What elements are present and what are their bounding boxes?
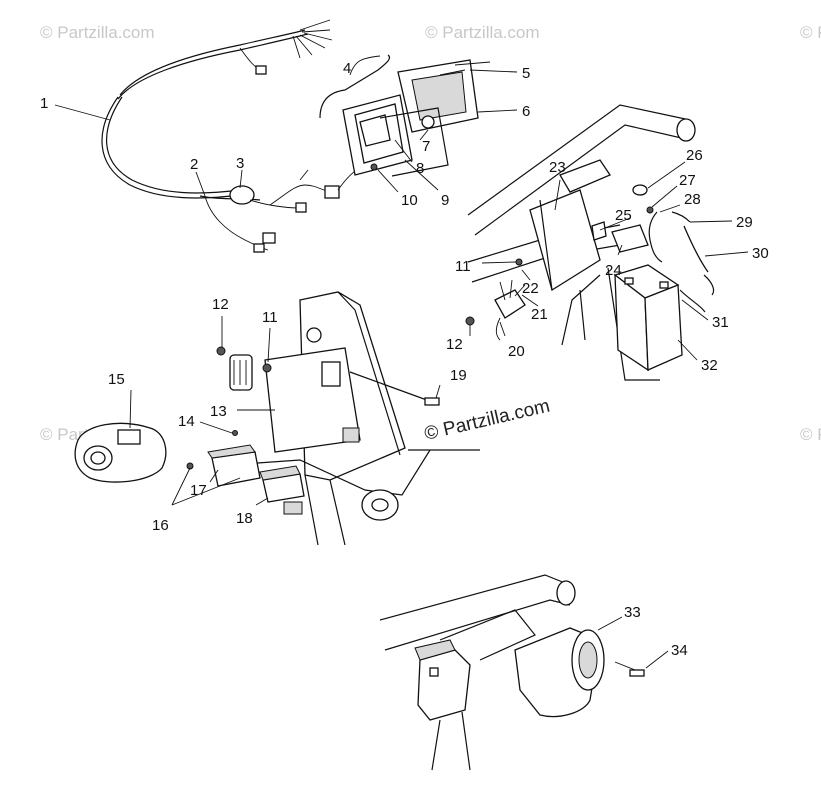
battery-cables [632, 184, 715, 296]
callout-16: 16 [152, 517, 169, 534]
callout-23: 23 [549, 159, 566, 176]
callout-9: 9 [441, 192, 449, 209]
watermark-top-right: © Partzilla.com [800, 23, 821, 42]
callout-18: 18 [236, 510, 253, 527]
bolt-19 [349, 371, 440, 406]
callout-7: 7 [422, 138, 430, 155]
callout-28: 28 [684, 191, 701, 208]
starter-solenoid [465, 258, 526, 341]
callout-4: 4 [343, 60, 351, 77]
battery-frame [467, 104, 706, 381]
callout-6: 6 [522, 103, 530, 120]
callout-11b: 11 [455, 258, 471, 275]
callout-numbers: 1 2 3 4 5 6 7 8 9 10 11 11 12 12 13 14 1… [40, 60, 769, 659]
callout-5: 5 [522, 65, 530, 82]
callout-12a: 12 [212, 296, 229, 313]
callout-33: 33 [624, 604, 641, 621]
callout-34: 34 [671, 642, 688, 659]
callout-8: 8 [416, 160, 424, 177]
callout-22: 22 [522, 280, 539, 297]
watermark-right: © Partzilla.com [800, 425, 821, 444]
callout-21: 21 [531, 306, 548, 323]
callout-3: 3 [236, 155, 244, 172]
callout-1: 1 [40, 95, 48, 112]
callout-10: 10 [401, 192, 418, 209]
leader-lines [54, 55, 749, 669]
watermark-top-middle: © Partzilla.com [425, 23, 540, 42]
electrical-mounting-plate [229, 291, 480, 546]
callout-25: 25 [615, 207, 632, 224]
cdi-box [74, 422, 167, 483]
callout-30: 30 [752, 245, 769, 262]
callout-26: 26 [686, 147, 703, 164]
callout-31: 31 [712, 314, 729, 331]
callout-11a: 11 [262, 309, 278, 326]
watermark-main: © Partzilla.com [422, 396, 551, 445]
ignition-coil [216, 346, 272, 391]
callout-19: 19 [450, 367, 467, 384]
callout-29: 29 [736, 214, 753, 231]
callout-24: 24 [605, 262, 622, 279]
callout-27: 27 [679, 172, 696, 189]
callout-15: 15 [108, 371, 125, 388]
callout-17: 17 [190, 482, 207, 499]
callout-14: 14 [178, 413, 195, 430]
starter-assembly [379, 574, 645, 771]
callout-13: 13 [210, 403, 227, 420]
callout-32: 32 [701, 357, 718, 374]
callout-20: 20 [508, 343, 525, 360]
rectifier-regulators [186, 430, 305, 503]
watermark-top-left: © Partzilla.com [40, 23, 155, 42]
callout-2: 2 [190, 156, 198, 173]
tail-light-assembly [319, 54, 491, 177]
callout-12b: 12 [446, 336, 463, 353]
wiring-harness [101, 19, 361, 253]
